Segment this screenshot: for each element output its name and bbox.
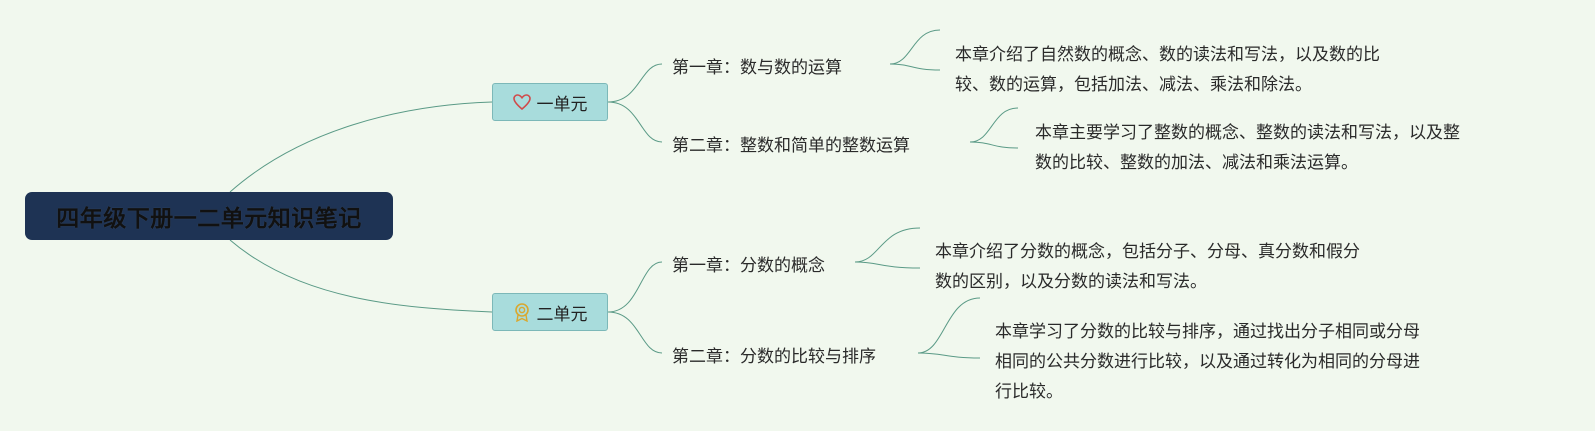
connector-u2c1-desc [854, 227, 921, 269]
unit-2-chapter-2-desc[interactable]: 本章学习了分数的比较与排序，通过找出分子相同或分母 相同的公共分数进行比较，以及… [995, 317, 1420, 407]
unit-2-label: 二单元 [536, 304, 588, 325]
desc-line: 行比较。 [995, 382, 1063, 402]
desc-line: 较、数的运算，包括加法、减法、乘法和除法。 [955, 75, 1312, 95]
root-topic[interactable]: 四年级下册一二单元知识笔记 [25, 192, 393, 240]
unit-1-node[interactable]: 一单元 [492, 83, 608, 121]
connector-root-unit1 [229, 101, 493, 193]
desc-line: 本章介绍了自然数的概念、数的读法和写法，以及数的比 [955, 45, 1380, 65]
award-medal-icon [513, 302, 531, 322]
connector-unit2-ch1 [607, 261, 663, 313]
connector-u1c2-desc [969, 107, 1019, 149]
desc-line: 本章主要学习了整数的概念、整数的读法和写法，以及整 [1035, 123, 1460, 143]
unit-1-chapter-2[interactable]: 第二章：整数和简单的整数运算 [672, 136, 910, 156]
heart-icon [512, 94, 531, 110]
unit-1-label: 一单元 [536, 94, 588, 115]
connector-unit1-ch1 [607, 63, 663, 103]
desc-line: 本章学习了分数的比较与排序，通过找出分子相同或分母 [995, 322, 1420, 342]
connector-u1c1-desc [889, 29, 941, 71]
desc-line: 数的区别，以及分数的读法和写法。 [935, 272, 1207, 292]
unit-2-chapter-1[interactable]: 第一章：分数的概念 [672, 256, 825, 276]
unit-1-chapter-2-desc[interactable]: 本章主要学习了整数的概念、整数的读法和写法，以及整 数的比较、整数的加法、减法和… [1035, 118, 1460, 178]
unit-2-chapter-1-desc[interactable]: 本章介绍了分数的概念，包括分子、分母、真分数和假分 数的区别，以及分数的读法和写… [935, 237, 1360, 297]
unit-1-chapter-1[interactable]: 第一章：数与数的运算 [672, 58, 842, 78]
connector-unit1-ch2 [607, 101, 663, 143]
desc-line: 相同的公共分数进行比较，以及通过转化为相同的分母进 [995, 352, 1420, 372]
desc-line: 数的比较、整数的加法、减法和乘法运算。 [1035, 153, 1358, 173]
connector-u2c2-desc [917, 297, 981, 359]
unit-2-chapter-2[interactable]: 第二章：分数的比较与排序 [672, 347, 876, 367]
connector-root-unit2 [229, 239, 493, 313]
unit-2-node[interactable]: 二单元 [492, 293, 608, 331]
desc-line: 本章介绍了分数的概念，包括分子、分母、真分数和假分 [935, 242, 1360, 262]
unit-1-chapter-1-desc[interactable]: 本章介绍了自然数的概念、数的读法和写法，以及数的比 较、数的运算，包括加法、减法… [955, 40, 1380, 100]
connector-unit2-ch2 [607, 311, 663, 354]
